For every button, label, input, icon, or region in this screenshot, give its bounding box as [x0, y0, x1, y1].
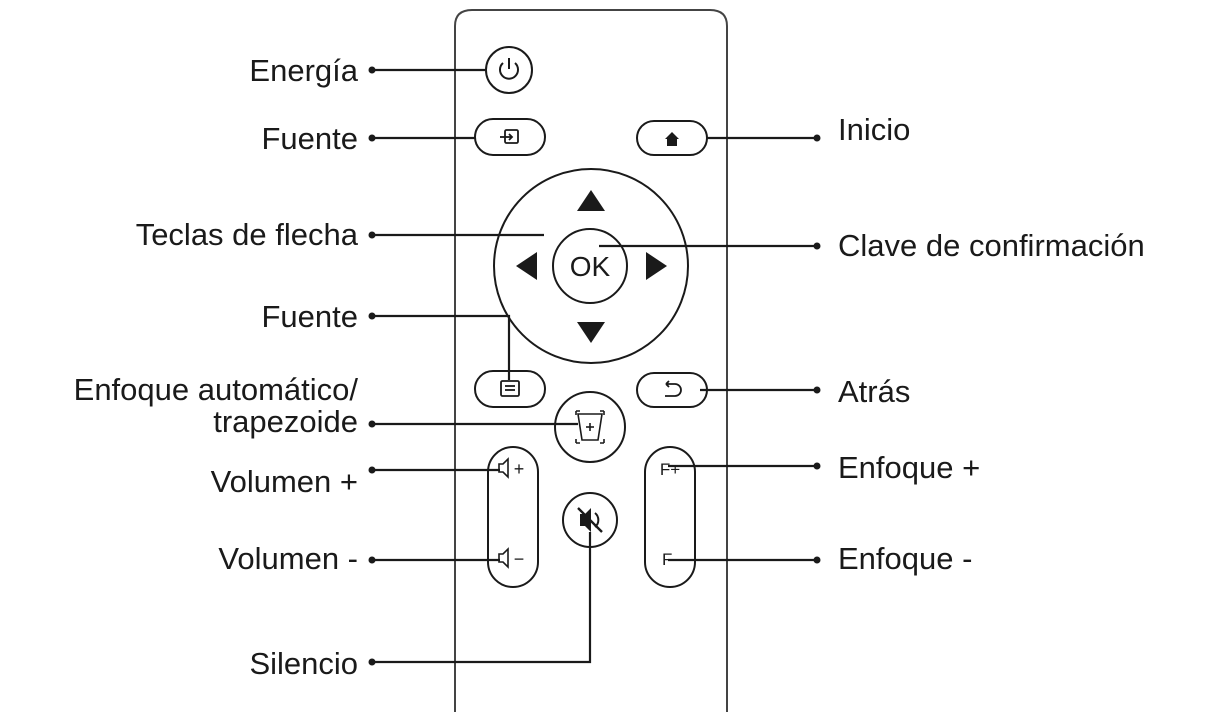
label-volume-down: Volumen -	[218, 541, 358, 576]
label-autofocus-line2: trapezoide	[213, 404, 358, 439]
source-button[interactable]	[474, 118, 546, 156]
ok-label: OK	[570, 251, 611, 282]
power-icon	[499, 58, 519, 80]
label-mute: Silencio	[249, 646, 358, 681]
label-autofocus-line1: Enfoque automático/	[74, 372, 359, 407]
speaker-icon	[498, 547, 509, 569]
focus-plus-label: F+	[660, 460, 680, 479]
autofocus-button[interactable]	[554, 391, 626, 463]
label-volume-up: Volumen +	[211, 464, 358, 499]
volume-rocker[interactable]: + −	[487, 446, 539, 588]
home-button[interactable]	[636, 120, 708, 156]
menu-icon	[500, 380, 520, 397]
power-button[interactable]	[485, 46, 533, 94]
leader-lines	[368, 66, 821, 666]
back-button[interactable]	[636, 372, 708, 408]
volume-up-button[interactable]: +	[498, 457, 525, 479]
back-icon	[665, 380, 682, 397]
speaker-icon	[498, 457, 509, 479]
input-source-icon	[500, 129, 519, 144]
ok-button[interactable]: OK	[552, 228, 628, 304]
remote-body	[454, 9, 728, 712]
arrow-left-icon[interactable]	[516, 252, 537, 280]
label-back: Atrás	[838, 374, 910, 409]
volume-down-button[interactable]: −	[498, 547, 525, 569]
label-source: Fuente	[261, 121, 358, 156]
label-confirm-key: Clave de confirmación	[838, 228, 1145, 263]
label-focus-down: Enfoque -	[838, 541, 972, 576]
label-arrow-keys: Teclas de flecha	[136, 217, 359, 252]
label-focus-up: Enfoque +	[838, 450, 980, 485]
label-power: Energía	[249, 53, 358, 88]
label-source-menu: Fuente	[261, 299, 358, 334]
arrow-up-icon[interactable]	[577, 190, 605, 211]
vol-plus-label: +	[514, 459, 525, 479]
arrow-right-icon[interactable]	[646, 252, 667, 280]
focus-rocker[interactable]: F+ F-	[644, 446, 696, 588]
arrow-down-icon[interactable]	[577, 322, 605, 343]
mute-icon	[577, 507, 603, 533]
home-icon	[665, 132, 679, 146]
label-home: Inicio	[838, 112, 910, 147]
vol-minus-label: −	[514, 549, 525, 569]
keystone-icon	[575, 410, 605, 444]
